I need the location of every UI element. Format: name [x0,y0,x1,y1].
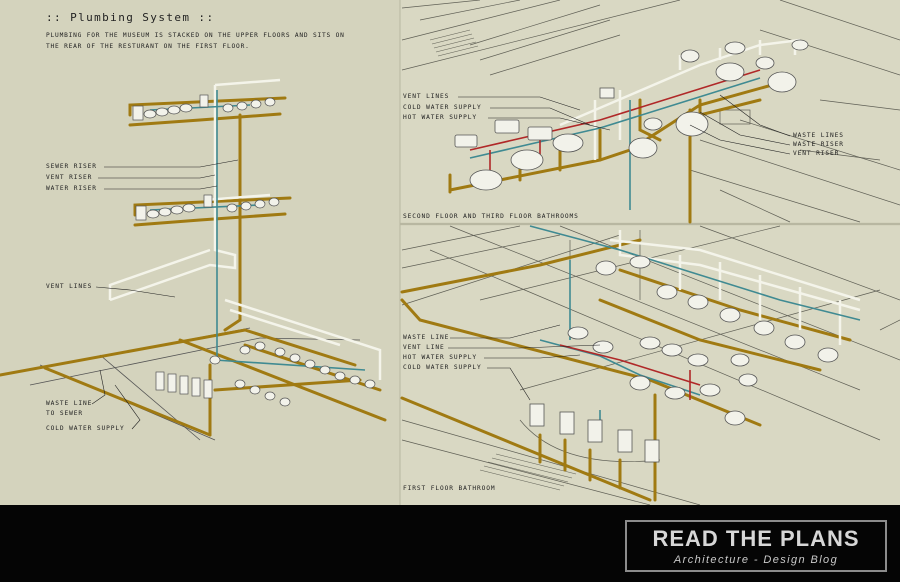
third-floor-left-fixtures [132,94,276,121]
label-waste-line: Waste line [46,400,93,407]
upper-right-fixtures [454,39,809,191]
sheet-title: :: Plumbing System :: [46,11,215,24]
label-upper-waste-lines: Waste lines [793,132,844,139]
label-upper-vent-lines: Vent lines [403,93,450,100]
label-sewer-riser: Sewer riser [46,163,97,170]
footer-bar [0,505,900,582]
left-water-pipes [149,90,366,371]
sheet-description: Plumbing for the museum is stacked on th… [46,32,345,50]
diagram-sheet: :: Plumbing System :: Plumbing for the m… [0,0,900,505]
lower-right-vent-pipes [609,230,861,345]
label-upper-hot-water: Hot water supply [403,114,478,121]
label-lower-waste-line: Waste line [403,334,450,341]
lower-right-stair [479,453,577,491]
caption-first-floor-bathroom: First floor bathroom [403,485,496,492]
label-vent-lines: Vent lines [46,283,93,290]
brand-logo: READ THE PLANS Architecture - Design Blo… [625,520,887,572]
brand-subtitle: Architecture - Design Blog [673,554,839,566]
lower-right-waste-pipes [400,238,852,502]
caption-upper-bathrooms: Second floor and third floor bathrooms [403,213,579,220]
label-upper-waste-riser: Waste riser [793,141,844,148]
label-to-sewer: to sewer [46,410,84,417]
label-upper-vent-riser: Vent riser [793,150,840,157]
plumbing-diagram-art [0,0,900,505]
second-floor-left-fixtures [135,194,280,221]
label-upper-cold-water: Cold water supply [403,104,482,111]
first-floor-left-fixtures [155,341,376,407]
left-waste-pipes [0,96,387,437]
lower-right-fixtures [529,255,839,463]
label-lower-hot-water: Hot water supply [403,354,478,361]
label-vent-riser: Vent riser [46,174,93,181]
brand-title: READ THE PLANS [652,526,860,551]
left-vent-pipes [108,78,382,380]
label-water-riser: Water riser [46,185,97,192]
upper-right-leader-lines [458,94,791,155]
left-leader-lines [91,159,239,430]
upper-right-stair [429,29,479,57]
left-fixtures [132,94,376,407]
label-lower-vent-line: Vent line [403,344,445,351]
label-lower-cold-water: Cold water supply [403,364,482,371]
lower-right-leader-lines [448,324,601,401]
upper-right-plan-lines [401,0,900,223]
label-cold-water-supply: Cold water supply [46,425,125,432]
